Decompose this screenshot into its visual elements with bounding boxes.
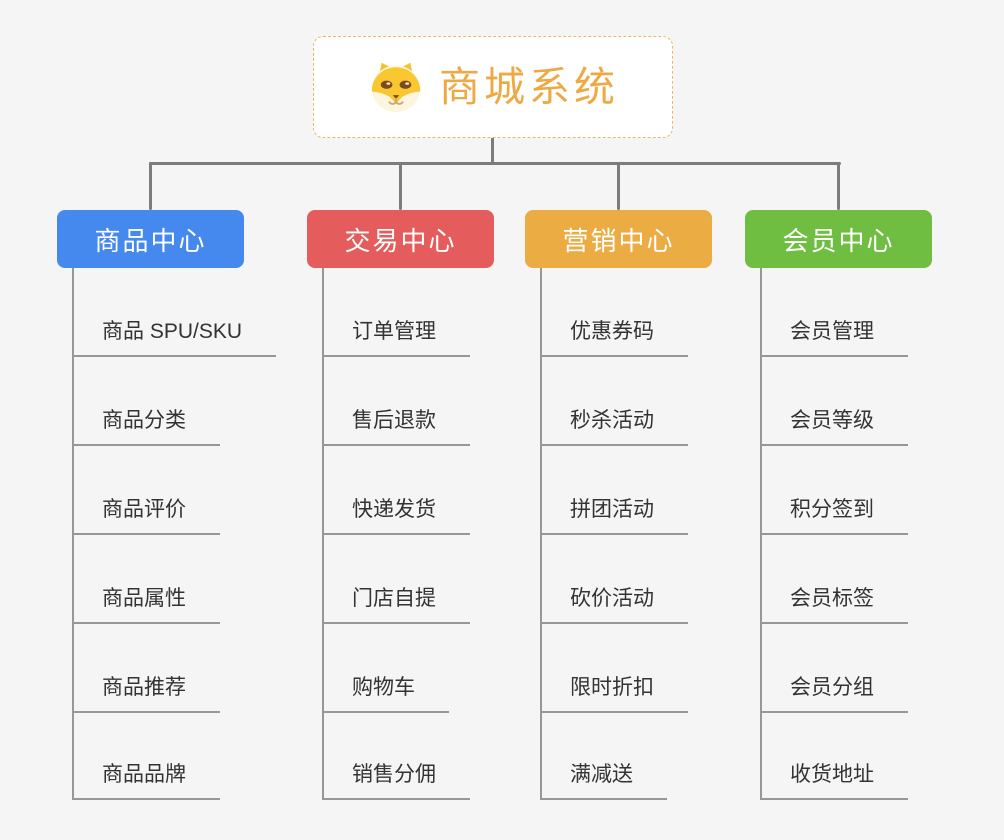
leaf-node[interactable]: 拼团活动 (540, 495, 688, 535)
connector-drop-marketing (617, 162, 620, 210)
leaf-node[interactable]: 销售分佣 (322, 760, 470, 800)
branch-label: 营销中心 (562, 225, 675, 256)
leaf-node[interactable]: 积分签到 (760, 495, 908, 535)
leaf-node[interactable]: 会员管理 (760, 317, 908, 357)
connector-horizontal-bar (149, 162, 841, 165)
branch-node-marketing[interactable]: 营销中心 (525, 210, 712, 268)
branch-label: 商品中心 (94, 225, 207, 256)
branch-label: 会员中心 (782, 225, 895, 256)
leaf-node[interactable]: 秒杀活动 (540, 406, 688, 446)
leaf-node[interactable]: 满减送 (540, 760, 667, 800)
leaf-node[interactable]: 砍价活动 (540, 584, 688, 624)
branch-node-trade[interactable]: 交易中心 (307, 210, 494, 268)
leaf-node[interactable]: 优惠券码 (540, 317, 688, 357)
branch-label: 交易中心 (344, 225, 457, 256)
leaf-node[interactable]: 商品品牌 (72, 760, 220, 800)
branch-node-product[interactable]: 商品中心 (57, 210, 244, 268)
leaf-node[interactable]: 商品分类 (72, 406, 220, 446)
leaf-node[interactable]: 订单管理 (322, 317, 470, 357)
leaf-node[interactable]: 商品 SPU/SKU (72, 317, 277, 357)
leaf-node[interactable]: 收货地址 (760, 760, 908, 800)
leaf-node[interactable]: 商品评价 (72, 495, 220, 535)
root-title: 商城系统 (439, 63, 619, 110)
root-node[interactable]: 商城系统 (313, 36, 673, 138)
connector-drop-trade (399, 162, 402, 210)
connector-root-trunk (491, 137, 494, 164)
leaf-node[interactable]: 会员等级 (760, 406, 908, 446)
leaf-node[interactable]: 商品推荐 (72, 673, 220, 713)
branch-node-member[interactable]: 会员中心 (745, 210, 932, 268)
leaf-node[interactable]: 门店自提 (322, 584, 470, 624)
leaf-node[interactable]: 售后退款 (322, 406, 470, 446)
connector-drop-member (837, 162, 840, 210)
leaf-node[interactable]: 会员标签 (760, 584, 908, 624)
leaf-node[interactable]: 快递发货 (322, 495, 470, 535)
leaf-node[interactable]: 商品属性 (72, 584, 220, 624)
connector-drop-product (149, 162, 152, 210)
leaf-node[interactable]: 购物车 (322, 673, 449, 713)
leaf-node[interactable]: 会员分组 (760, 673, 908, 713)
shiba-dog-icon (371, 62, 421, 113)
leaf-node[interactable]: 限时折扣 (540, 673, 688, 713)
